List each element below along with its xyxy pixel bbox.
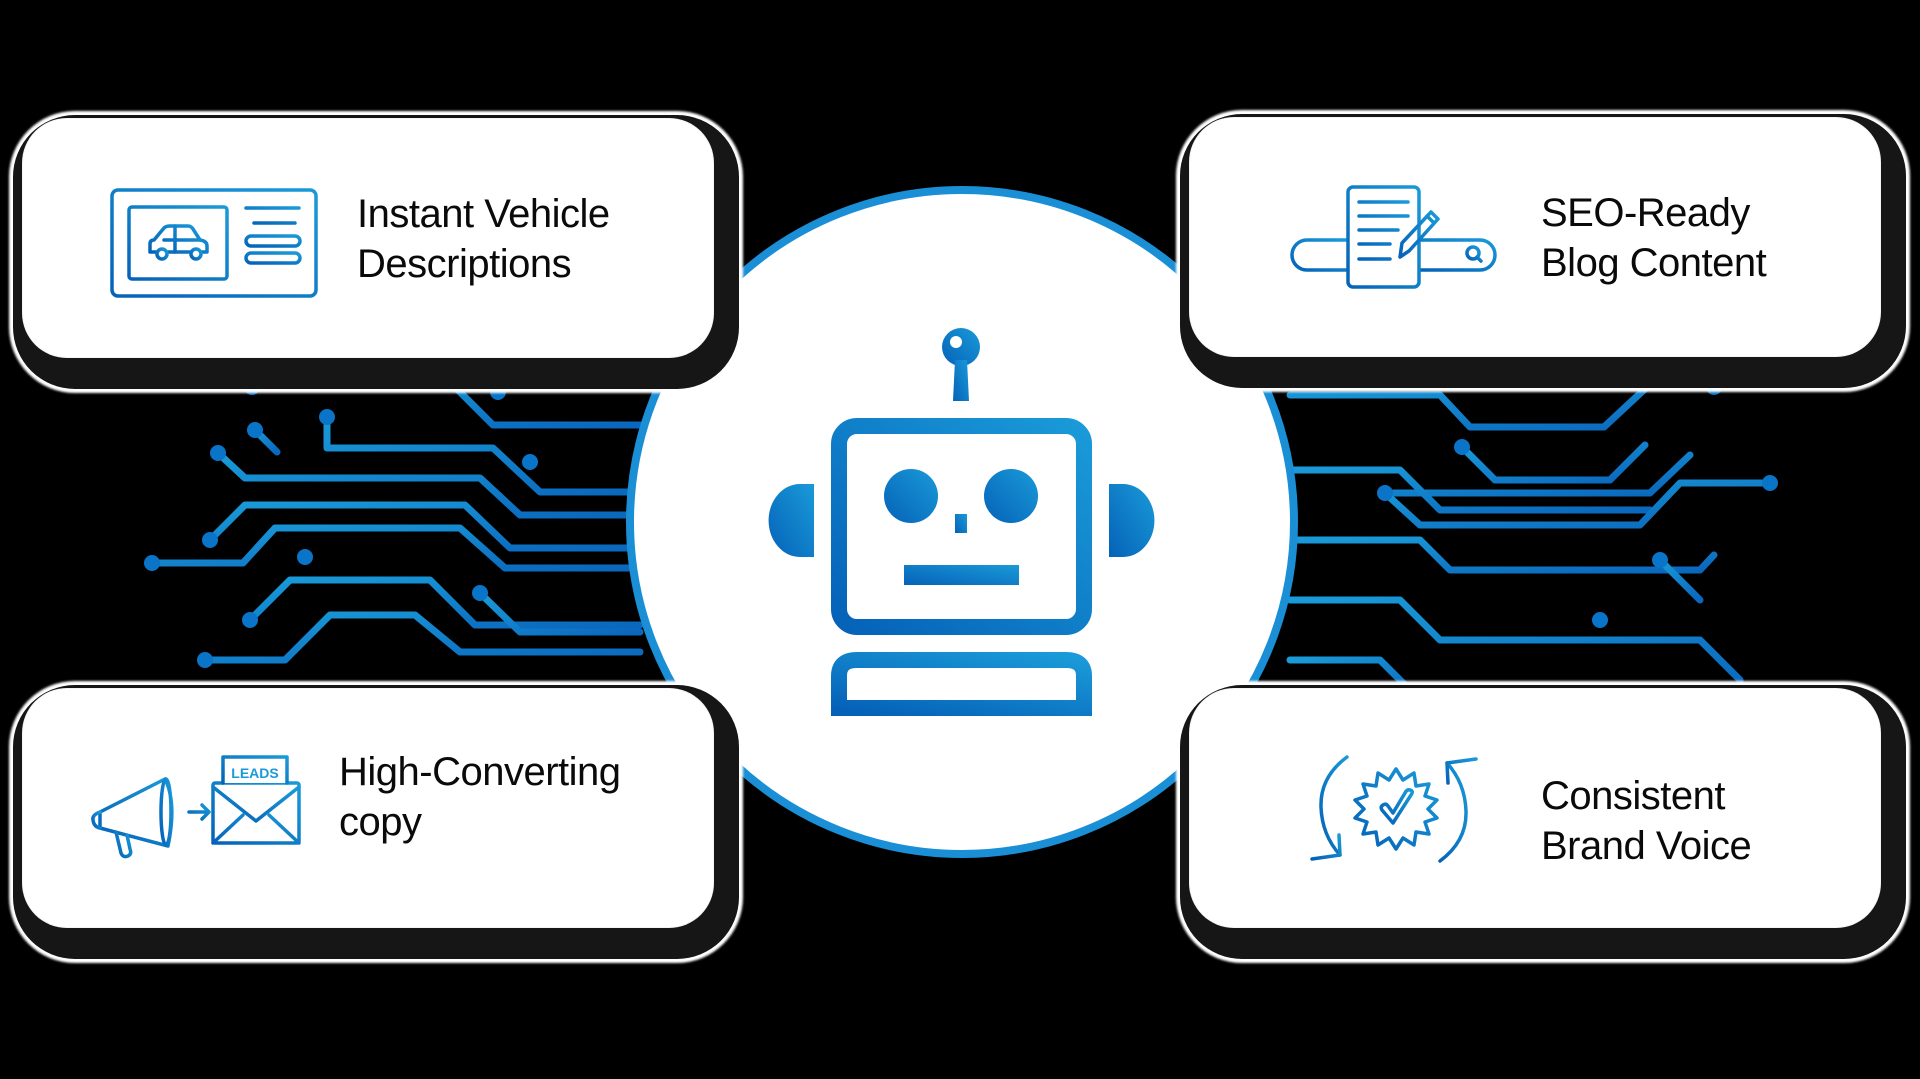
- check-mark: [1379, 788, 1415, 825]
- feature-title-line-1: Consistent: [1541, 774, 1725, 818]
- envelope-icon: [211, 781, 301, 845]
- feature-title: Consistent Brand Voice: [1541, 771, 1752, 871]
- svg-text:LEADS: LEADS: [231, 765, 278, 781]
- vehicle-listing-card-icon: [110, 188, 318, 298]
- feature-card-seo-blog-content: SEO-Ready Blog Content: [1190, 118, 1880, 356]
- feature-title: SEO-Ready Blog Content: [1541, 188, 1767, 288]
- left-circuit-nodes: [144, 379, 538, 668]
- seo-blog-document-search-icon: [1290, 185, 1497, 289]
- feature-title: Instant Vehicle Descriptions: [357, 189, 610, 289]
- right-circuit-traces: [1286, 383, 1774, 724]
- cycle-arrow-right: [1438, 761, 1468, 863]
- feature-card-high-converting-copy: LEADS High-Converting copy: [23, 689, 713, 927]
- left-circuit-traces: [148, 383, 654, 664]
- cycle-arrow-left: [1319, 755, 1349, 857]
- badge-check-cycle-icon: [1310, 755, 1478, 863]
- feature-title-line-1: Instant Vehicle: [357, 192, 610, 236]
- feature-title: High-Converting copy: [339, 747, 621, 847]
- arrow-right-icon: [187, 803, 211, 821]
- feature-title-line-2: Descriptions: [357, 242, 572, 286]
- feature-card-vehicle-descriptions: Instant Vehicle Descriptions: [23, 119, 713, 357]
- feature-title-line-1: SEO-Ready: [1541, 191, 1750, 235]
- feature-title-line-2: copy: [339, 800, 422, 844]
- feature-card-consistent-brand-voice: Consistent Brand Voice: [1190, 689, 1880, 927]
- megaphone-to-leads-envelope-icon: LEADS: [91, 755, 301, 859]
- verified-badge: [1353, 767, 1439, 851]
- feature-title-line-2: Blog Content: [1541, 241, 1767, 285]
- robot-hub-circle: [626, 186, 1298, 858]
- feature-title-line-2: Brand Voice: [1541, 824, 1752, 868]
- feature-title-line-1: High-Converting: [339, 750, 621, 794]
